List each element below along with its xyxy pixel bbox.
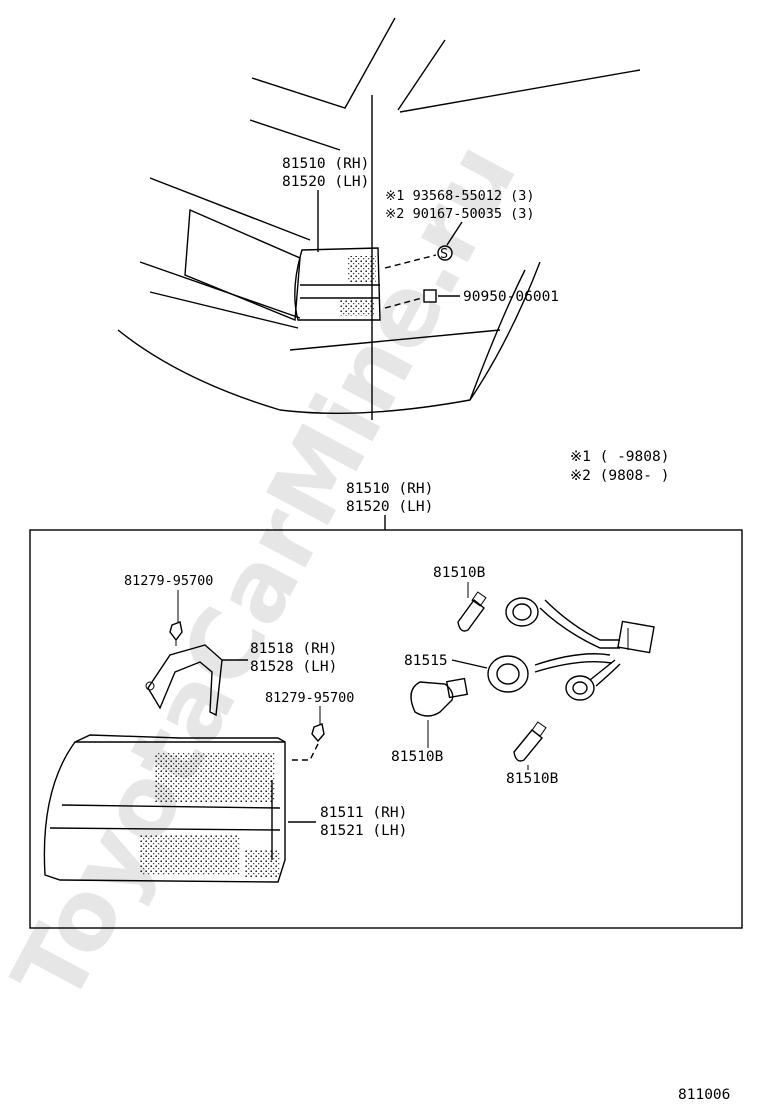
bulb-right-label: 81510B bbox=[506, 771, 559, 787]
bulb-wedge-top-icon bbox=[457, 591, 487, 632]
note2-fastener-label: ※2 90167-50035 (3) bbox=[385, 206, 534, 222]
screw-symbol-letter: S bbox=[440, 246, 448, 262]
vehicle-rear-view bbox=[117, 17, 641, 420]
legend-note2: ※2 (9808- ) bbox=[570, 468, 669, 484]
screw-upper-icon bbox=[169, 621, 183, 646]
screw-upper-label: 81279-95700 bbox=[124, 573, 213, 589]
screw-symbol-icon bbox=[437, 245, 453, 261]
clip-part-number: 90950-06001 bbox=[463, 289, 559, 305]
bulb-wedge-right-icon bbox=[513, 721, 547, 762]
connector-icon bbox=[617, 620, 655, 654]
tail-lamp-lens bbox=[43, 734, 286, 883]
top-part-lh: 81520 (LH) bbox=[282, 174, 369, 190]
note1-fastener-label: ※1 93568-55012 (3) bbox=[385, 188, 534, 204]
bulb-large-icon bbox=[410, 677, 469, 717]
screw-lower-icon bbox=[311, 723, 325, 743]
tail-lamp-installed bbox=[294, 247, 381, 321]
cover-part-rh: 81518 (RH) bbox=[250, 641, 337, 657]
bulb-top-label: 81510B bbox=[433, 565, 486, 581]
top-part-rh: 81510 (RH) bbox=[282, 156, 369, 172]
cover-part-lh: 81528 (LH) bbox=[250, 659, 337, 675]
socket-part-label: 81515 bbox=[404, 653, 448, 669]
lens-part-rh: 81511 (RH) bbox=[320, 805, 407, 821]
lamp-cover-bracket bbox=[145, 644, 223, 717]
detail-title-lh: 81520 (LH) bbox=[346, 499, 433, 515]
socket-wiring-assembly bbox=[487, 597, 655, 701]
page-code: 811006 bbox=[678, 1087, 730, 1103]
legend-note1: ※1 ( -9808) bbox=[570, 449, 669, 465]
lens-part-lh: 81521 (LH) bbox=[320, 823, 407, 839]
bulb-left-label: 81510B bbox=[391, 749, 444, 765]
detail-title-rh: 81510 (RH) bbox=[346, 481, 433, 497]
clip-icon bbox=[423, 289, 437, 303]
screw-lower-label: 81279-95700 bbox=[265, 690, 354, 706]
detail-box bbox=[29, 529, 743, 929]
